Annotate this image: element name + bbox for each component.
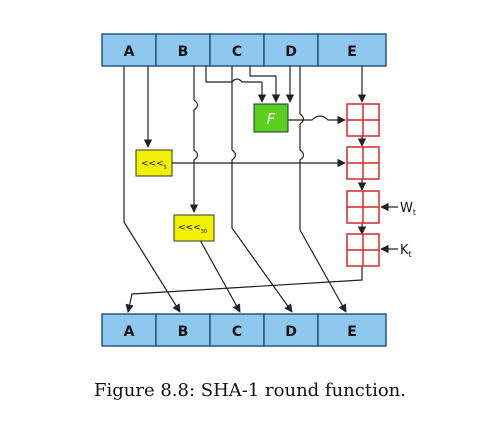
wire-c-to-f-bus: [249, 66, 276, 77]
input-k-label: Kt: [400, 243, 412, 259]
wire-a-to-b: [123, 66, 181, 313]
top-register-d-label: D: [285, 44, 297, 60]
rotate-30-amount: 30: [201, 229, 207, 235]
svg-text:<<<30: <<<30: [178, 223, 207, 235]
adder-1: [346, 103, 380, 137]
bottom-register-c-label: C: [232, 324, 242, 340]
bottom-register-e-label: E: [347, 324, 357, 340]
rotate-5-amount: 5: [164, 165, 167, 171]
wire-b-to-rotate30: [189, 66, 199, 213]
input-k-letter: K: [400, 243, 409, 258]
bottom-register-row: A B C D E: [101, 313, 387, 347]
top-register-c-label: C: [232, 44, 242, 60]
rotate-30-box: <<<30: [173, 214, 215, 242]
wire-rotate30-to-c: [199, 239, 241, 313]
top-register-b: B: [155, 33, 211, 67]
bottom-register-d-label: D: [285, 324, 297, 340]
adder-2: [346, 146, 380, 180]
top-register-d: D: [263, 33, 319, 67]
wire-result-to-a: [125, 266, 363, 313]
wires: [123, 66, 398, 313]
adder-3: [346, 190, 380, 224]
svg-text:<<<5: <<<5: [141, 159, 167, 171]
wire-f-to-adder1: [286, 115, 346, 125]
figure-caption: Figure 8.8: SHA-1 round function.: [94, 380, 406, 401]
bottom-register-a: A: [101, 313, 157, 347]
bottom-register-c: C: [209, 313, 265, 347]
top-register-a: A: [101, 33, 157, 67]
top-register-row: A B C D E: [101, 33, 387, 67]
bottom-register-b-label: B: [178, 324, 189, 340]
top-register-e-label: E: [347, 44, 357, 60]
input-w-letter: W: [400, 201, 413, 216]
input-k-sub: t: [409, 250, 412, 259]
bottom-register-d: D: [263, 313, 319, 347]
adder-4: [346, 233, 380, 267]
function-f-label: F: [267, 110, 276, 128]
rotate-30-symbol: <<<: [178, 223, 201, 233]
wire-d-to-e: [299, 66, 347, 313]
bottom-register-e: E: [317, 313, 387, 347]
top-register-c: C: [209, 33, 265, 67]
wire-b-to-f-bus: [205, 66, 262, 83]
top-register-a-label: A: [124, 44, 135, 60]
input-w-sub: t: [413, 208, 416, 217]
input-w-label: Wt: [400, 201, 416, 217]
bottom-register-a-label: A: [124, 324, 135, 340]
bottom-register-b: B: [155, 313, 211, 347]
wire-c-to-d: [231, 66, 293, 313]
rotate-5-symbol: <<<: [141, 159, 164, 169]
rotate-5-box: <<<5: [135, 149, 173, 177]
top-register-b-label: B: [178, 44, 189, 60]
top-register-e: E: [317, 33, 387, 67]
function-f-box: F: [253, 103, 289, 133]
